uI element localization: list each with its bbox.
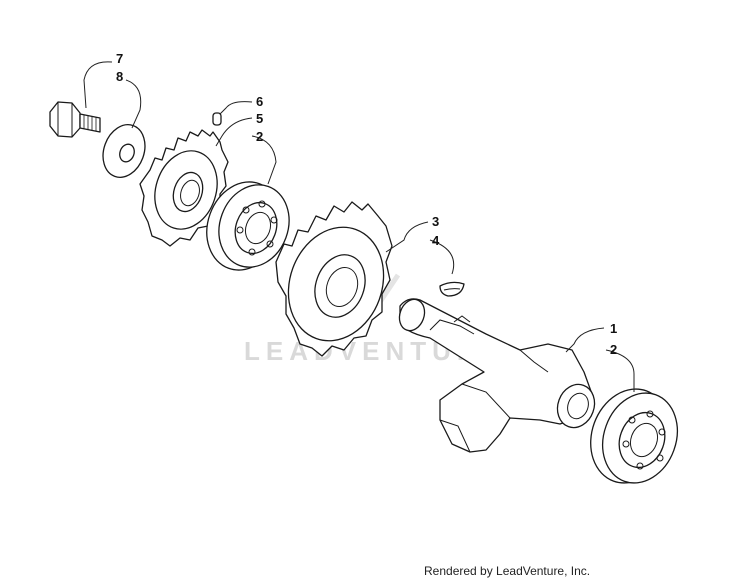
callout-7: 7: [116, 51, 123, 66]
callout-6: 6: [256, 94, 263, 109]
bearing-lower-part[interactable]: [578, 378, 690, 494]
callout-1: 1: [610, 321, 617, 336]
callout-3: 3: [432, 214, 439, 229]
callout-5: 5: [256, 111, 263, 126]
callout-8: 8: [116, 69, 123, 84]
bearing-upper-part[interactable]: [195, 171, 301, 280]
small-gear-part[interactable]: [139, 129, 229, 247]
callout-4: 4: [432, 233, 440, 248]
callout-2-upper: 2: [256, 129, 263, 144]
washer-part[interactable]: [96, 119, 152, 183]
key-part[interactable]: [212, 112, 222, 126]
leader-lines: [83, 61, 635, 392]
render-credit: Rendered by LeadVenture, Inc.: [424, 564, 590, 578]
bolt-part[interactable]: [49, 101, 101, 138]
callout-labels: 7 8 6 5 2 3 4 1 2: [116, 51, 617, 357]
large-gear-part[interactable]: [273, 201, 399, 357]
shaft-housing-part[interactable]: [395, 296, 600, 453]
callout-2-lower: 2: [610, 342, 617, 357]
woodruff-key-part[interactable]: [439, 281, 465, 297]
